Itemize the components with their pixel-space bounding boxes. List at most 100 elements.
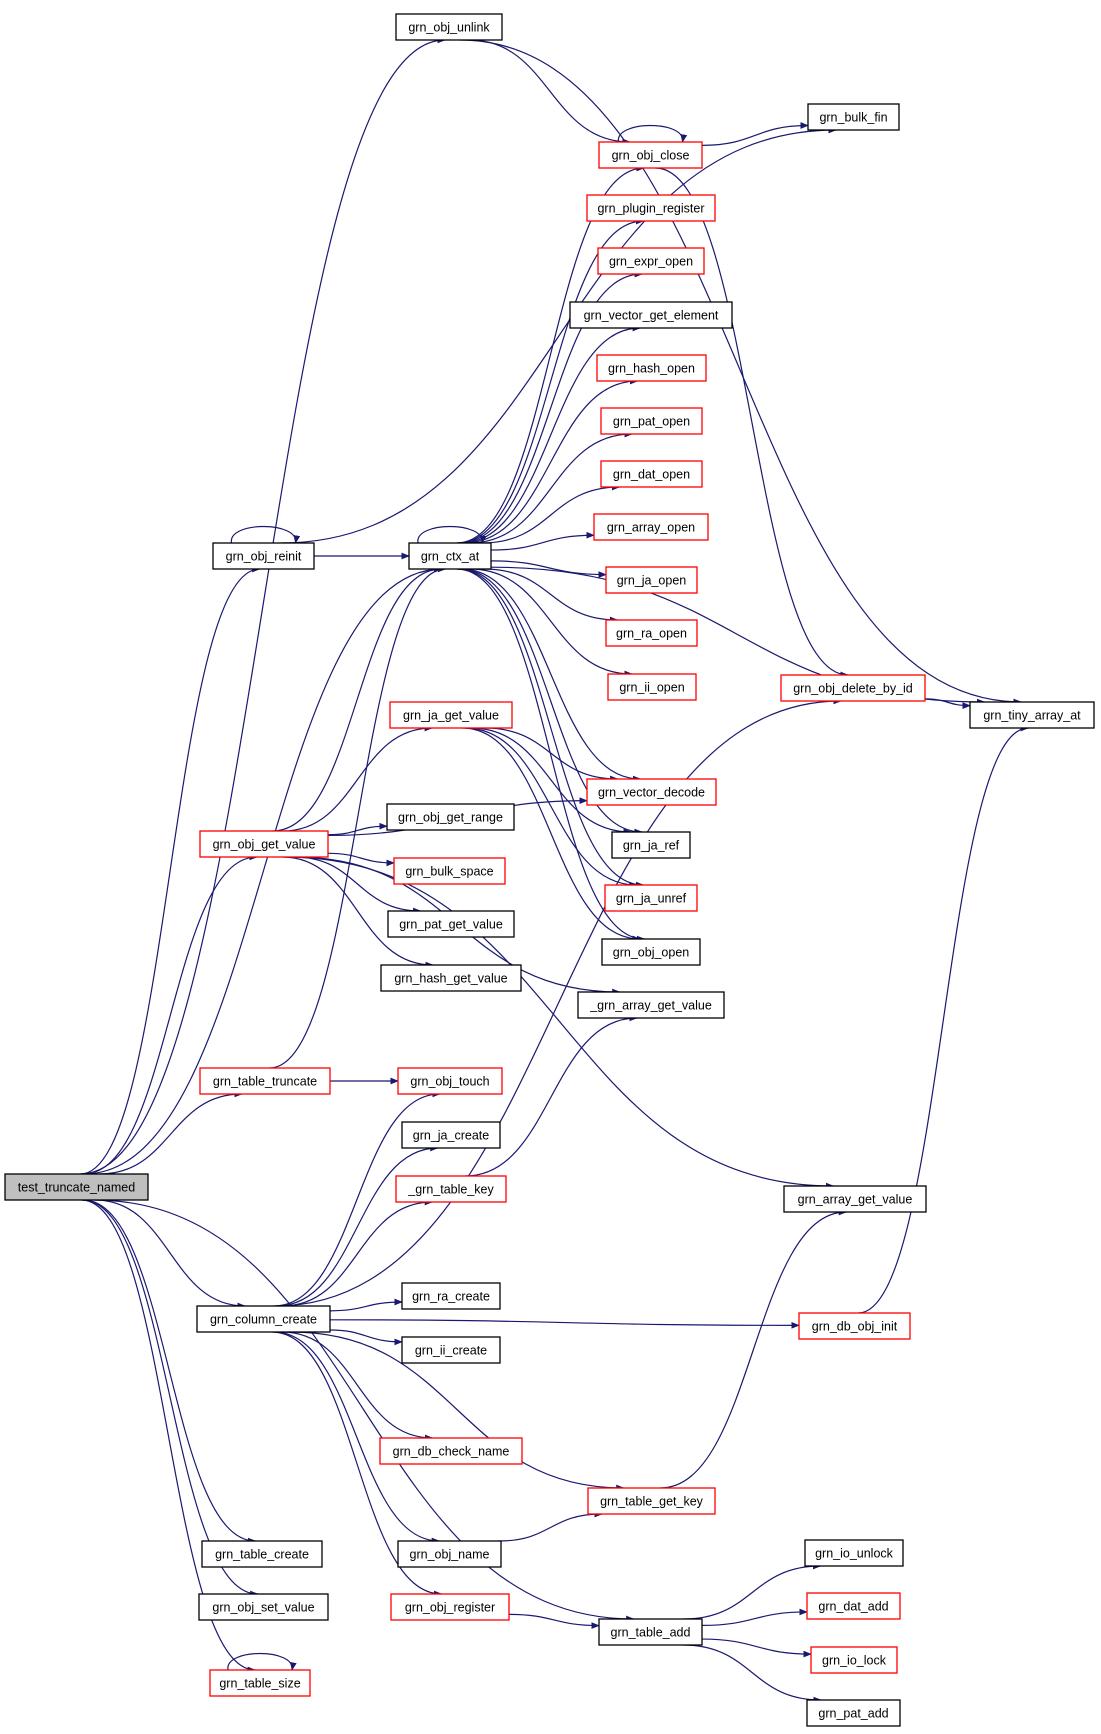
edge-grn-obj-get-value-to-grn-bulk-space	[327, 852, 395, 867]
node-grn-dat-open[interactable]: grn_dat_open	[600, 460, 703, 488]
node-grn-ra-create[interactable]: grn_ra_create	[401, 1282, 501, 1310]
node-grn-dat-add[interactable]: grn_dat_add	[806, 1592, 901, 1620]
node-grn-obj-touch[interactable]: grn_obj_touch	[397, 1067, 503, 1095]
node-grn-ra-open[interactable]: grn_ra_open	[605, 619, 698, 647]
edge-grn-obj-get-value-to-grn-ja-get-value	[282, 724, 433, 832]
edge-grn-column-create-to-grn-ii-create	[329, 1329, 403, 1346]
edge-test-truncate-named-to-grn-table-add	[93, 1199, 635, 1623]
node-grn-table-truncate[interactable]: grn_table_truncate	[199, 1067, 331, 1095]
node-grn-obj-get-value[interactable]: grn_obj_get_value	[199, 830, 329, 858]
node-grn-array-get-value[interactable]: _grn_array_get_value	[577, 991, 725, 1019]
node-grn-pat-open[interactable]: grn_pat_open	[600, 407, 703, 435]
node-grn-array-open[interactable]: grn_array_open	[593, 513, 709, 541]
node-grn-array-get-value[interactable]: grn_array_get_value	[783, 1185, 927, 1213]
node-label: grn_ja_get_value	[403, 709, 499, 723]
node-grn-column-create[interactable]: grn_column_create	[196, 1305, 331, 1333]
node-grn-ja-unref[interactable]: grn_ja_unref	[604, 884, 698, 912]
node-box	[401, 1121, 501, 1149]
edge-grn-column-create-to-grn-obj-register	[271, 1331, 443, 1598]
node-box	[783, 1185, 927, 1213]
edge-grn-ctx-at-to-grn-dat-open	[481, 483, 621, 544]
edge-grn-obj-delete-by-id-to-grn-tiny-array-at	[924, 698, 971, 710]
node-grn-tiny-array-at[interactable]: grn_tiny_array_at	[969, 701, 1095, 729]
node-box	[586, 778, 717, 806]
edge-grn-ctx-at-to-grn-obj-close	[456, 164, 645, 544]
node-grn-io-unlock[interactable]: grn_io_unlock	[804, 1539, 904, 1567]
edge-grn-obj-close-to-grn-bulk-fin	[701, 122, 809, 146]
node-grn-table-add[interactable]: grn_table_add	[598, 1618, 703, 1646]
node-label: grn_obj_set_value	[212, 1601, 314, 1615]
edge-grn-ctx-at-to-grn-hash-open	[463, 377, 639, 544]
edge-grn-obj-get-value-to-grn-array-get-value	[285, 856, 835, 1190]
node-label: grn_column_create	[210, 1313, 317, 1327]
node-label: grn_vector_get_element	[584, 309, 719, 323]
node-grn-ii-create[interactable]: grn_ii_create	[401, 1336, 501, 1364]
node-box	[600, 460, 703, 488]
node-grn-pat-add[interactable]: grn_pat_add	[806, 1699, 901, 1727]
edge-test-truncate-named-to-grn-obj-unlink	[80, 36, 446, 1175]
node-grn-obj-get-range[interactable]: grn_obj_get_range	[386, 803, 515, 831]
edge-grn-ctx-at-to-grn-ja-open	[490, 560, 607, 578]
edge-grn-column-create-to-grn-obj-touch	[273, 1090, 441, 1307]
node-grn-ja-create[interactable]: grn_ja_create	[401, 1121, 501, 1149]
node-box	[611, 831, 691, 859]
node-grn-obj-delete-by-id[interactable]: grn_obj_delete_by_id	[780, 674, 926, 702]
node-grn-db-obj-init[interactable]: grn_db_obj_init	[798, 1312, 911, 1340]
edge-grn-table-truncate-to-grn-ctx-at	[269, 565, 447, 1069]
node-grn-obj-open[interactable]: grn_obj_open	[601, 938, 701, 966]
node-box	[196, 1305, 331, 1333]
edge-grn-ctx-at-to-grn-plugin-register	[457, 217, 645, 544]
node-box	[593, 513, 709, 541]
node-box	[390, 1593, 510, 1621]
node-label: grn_pat_get_value	[399, 918, 503, 932]
node-grn-db-check-name[interactable]: grn_db_check_name	[379, 1437, 523, 1465]
node-label: grn_ii_open	[619, 681, 684, 695]
node-grn-bulk-space[interactable]: grn_bulk_space	[393, 857, 506, 885]
node-grn-ii-open[interactable]: grn_ii_open	[607, 673, 697, 701]
node-grn-table-create[interactable]: grn_table_create	[201, 1540, 323, 1568]
edge-grn-ja-get-value-to-grn-ja-ref	[470, 727, 632, 836]
node-label: grn_obj_delete_by_id	[793, 682, 913, 696]
node-box	[408, 542, 492, 570]
node-grn-obj-register[interactable]: grn_obj_register	[390, 1593, 510, 1621]
edge-test-truncate-named-to-grn-ctx-at	[84, 565, 444, 1175]
node-label: grn_obj_touch	[410, 1075, 489, 1089]
node-box	[607, 673, 697, 701]
node-label: grn_db_check_name	[393, 1445, 510, 1459]
node-grn-expr-open[interactable]: grn_expr_open	[597, 247, 705, 275]
node-grn-obj-close[interactable]: grn_obj_close	[598, 141, 703, 169]
node-grn-plugin-register[interactable]: grn_plugin_register	[586, 194, 716, 222]
node-label: grn_table_truncate	[213, 1075, 317, 1089]
node-box	[199, 1067, 331, 1095]
node-grn-table-key[interactable]: _grn_table_key	[395, 1175, 507, 1203]
edge-grn-column-create-to-grn-ja-create	[276, 1144, 439, 1307]
node-grn-hash-get-value[interactable]: grn_hash_get_value	[380, 964, 522, 992]
node-grn-ja-open[interactable]: grn_ja_open	[605, 566, 698, 594]
node-grn-table-size[interactable]: grn_table_size	[209, 1669, 311, 1697]
node-grn-ctx-at[interactable]: grn_ctx_at	[408, 542, 492, 570]
node-grn-obj-name[interactable]: grn_obj_name	[397, 1540, 502, 1568]
node-grn-vector-get-element[interactable]: grn_vector_get_element	[569, 301, 733, 329]
node-grn-table-get-key[interactable]: grn_table_get_key	[587, 1487, 716, 1515]
edge-grn-ctx-at-to-grn-vector-get-element	[460, 324, 641, 544]
edge-grn-ctx-at-to-grn-vector-decode	[461, 568, 642, 783]
node-label: grn_io_lock	[822, 1654, 887, 1668]
node-grn-io-lock[interactable]: grn_io_lock	[810, 1646, 898, 1674]
node-label: _grn_table_key	[407, 1183, 494, 1197]
node-label: grn_ja_create	[413, 1129, 489, 1143]
edge-grn-db-obj-init-to-grn-tiny-array-at	[858, 724, 1030, 1314]
node-grn-obj-unlink[interactable]: grn_obj_unlink	[395, 13, 503, 41]
node-grn-bulk-fin[interactable]: grn_bulk_fin	[807, 103, 900, 131]
edge-grn-obj-close-to-grn-obj-close	[617, 125, 688, 143]
edge-test-truncate-named-to-grn-obj-set-value	[82, 1199, 259, 1598]
node-grn-ja-get-value[interactable]: grn_ja_get_value	[389, 701, 513, 729]
node-grn-vector-decode[interactable]: grn_vector_decode	[586, 778, 717, 806]
node-label: grn_pat_open	[613, 415, 690, 429]
node-grn-ja-ref[interactable]: grn_ja_ref	[611, 831, 691, 859]
node-grn-obj-set-value[interactable]: grn_obj_set_value	[198, 1593, 329, 1621]
node-grn-pat-get-value[interactable]: grn_pat_get_value	[387, 910, 515, 938]
node-test-truncate-named[interactable]: test_truncate_named	[4, 1173, 149, 1201]
node-grn-obj-reinit[interactable]: grn_obj_reinit	[212, 542, 315, 570]
edge-grn-obj-get-value-to-grn-hash-get-value	[282, 856, 434, 969]
node-grn-hash-open[interactable]: grn_hash_open	[596, 354, 707, 382]
